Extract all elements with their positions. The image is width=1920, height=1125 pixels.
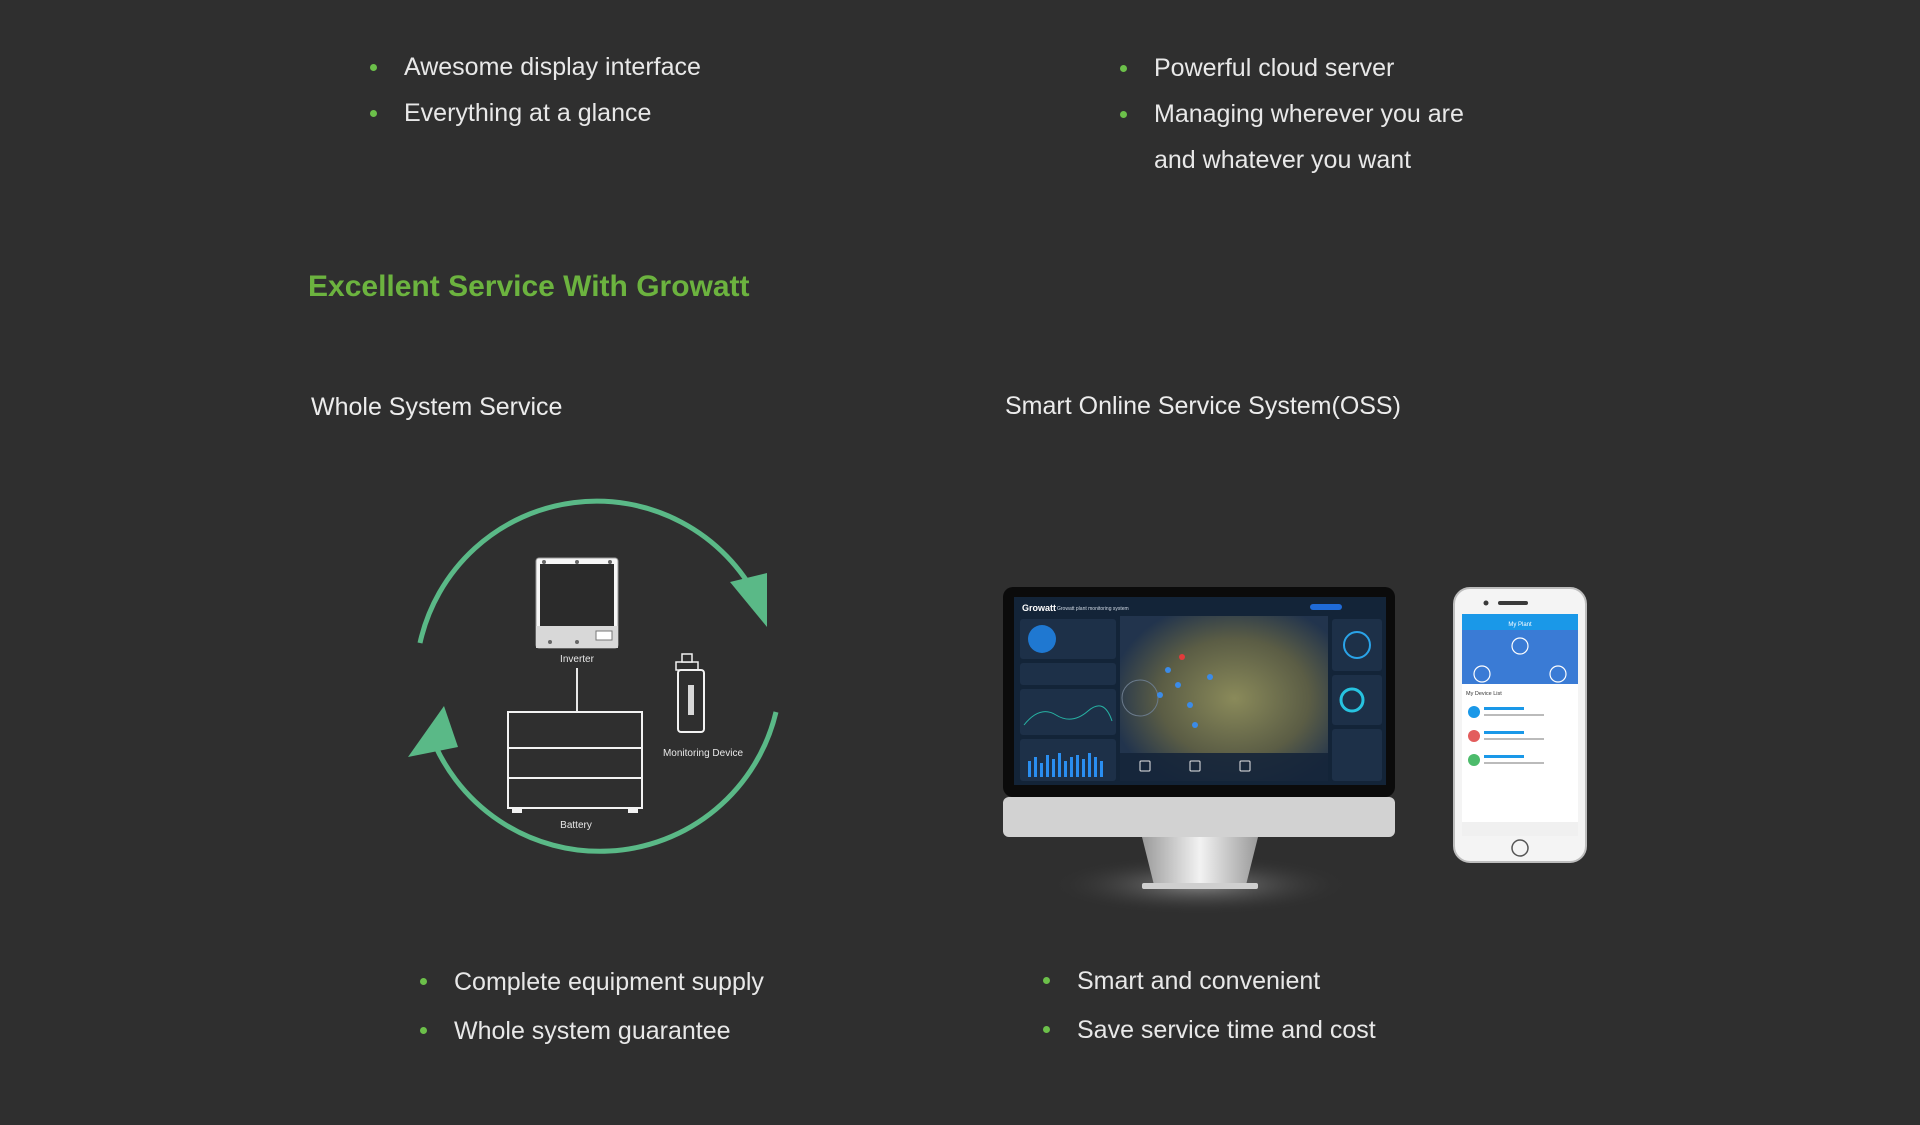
cycle-arc-top [417,498,761,644]
battery-label: Battery [560,820,592,831]
monitoring-device-icon [675,653,705,733]
inverter-label: Inverter [560,654,595,665]
bullet-dot [370,64,377,71]
dashboard-brand: Growatt [1022,603,1056,613]
monitor-chin [1003,797,1395,837]
bullet-item: Whole system guarantee [420,1007,764,1056]
monitor-device: Growatt Growatt plant monitoring system [1003,587,1395,915]
bullet-item: Awesome display interface [370,44,701,90]
phone-header-title: My Plant [1508,622,1532,628]
bullet-dot [370,110,377,117]
home-button [1511,839,1529,857]
phone-list-title: My Device List [1466,691,1502,697]
oss-title: Smart Online Service System(OSS) [1005,392,1401,420]
bullet-dot [1043,977,1050,984]
bullet-dot [1043,1026,1050,1033]
whole-system-bullets: Complete equipment supply Whole system g… [420,958,764,1056]
bullet-dot [420,1027,427,1034]
system-cycle-diagram: Inverter Battery Monitoring Device [408,498,779,854]
monitoring-device-label: Monitoring Device [663,748,743,759]
bullet-dot [420,978,427,985]
bullet-item: Powerful cloud server [1120,45,1464,91]
bullet-item: Everything at a glance [370,90,701,136]
bullet-text: Smart and convenient [1077,967,1321,995]
bullet-text: Whole system guarantee [454,1017,731,1045]
whole-system-title: Whole System Service [311,393,563,421]
top-left-bullets: Awesome display interface Everything at … [370,44,701,136]
top-right-bullets: Powerful cloud server Managing wherever … [1120,45,1464,183]
phone-device: My Plant My Device List [1453,587,1587,863]
bullet-text: and whatever you want [1154,146,1412,174]
bullet-dot [1120,111,1127,118]
bullet-text: Awesome display interface [404,53,701,81]
oss-bullets: Smart and convenient Save service time a… [1043,957,1376,1055]
cycle-arc-bottom [426,711,779,854]
bullet-dot [1120,65,1127,72]
cycle-arrowhead-top [730,573,767,627]
cycle-arrowhead-bottom [408,706,458,757]
inverter-icon [535,557,619,649]
phone-device-list [1468,706,1544,766]
bullet-text: Complete equipment supply [454,968,764,996]
monitor-stand [1142,837,1258,885]
battery-icon [507,711,643,813]
bullet-item: Save service time and cost [1043,1006,1376,1055]
section-title: Excellent Service With Growatt [308,270,750,303]
bullet-item: Complete equipment supply [420,958,764,1007]
bullet-item: Managing wherever you are [1120,91,1464,137]
dashboard-screen: Growatt Growatt plant monitoring system [1014,597,1386,785]
bullet-text: Managing wherever you are [1154,100,1464,128]
bullet-item-continuation: and whatever you want [1120,137,1464,183]
bullet-text: Powerful cloud server [1154,54,1395,82]
bullet-text: Everything at a glance [404,99,652,127]
bullet-item: Smart and convenient [1043,957,1376,1006]
dashboard-title: Growatt plant monitoring system [1057,606,1129,612]
bullet-text: Save service time and cost [1077,1016,1376,1044]
